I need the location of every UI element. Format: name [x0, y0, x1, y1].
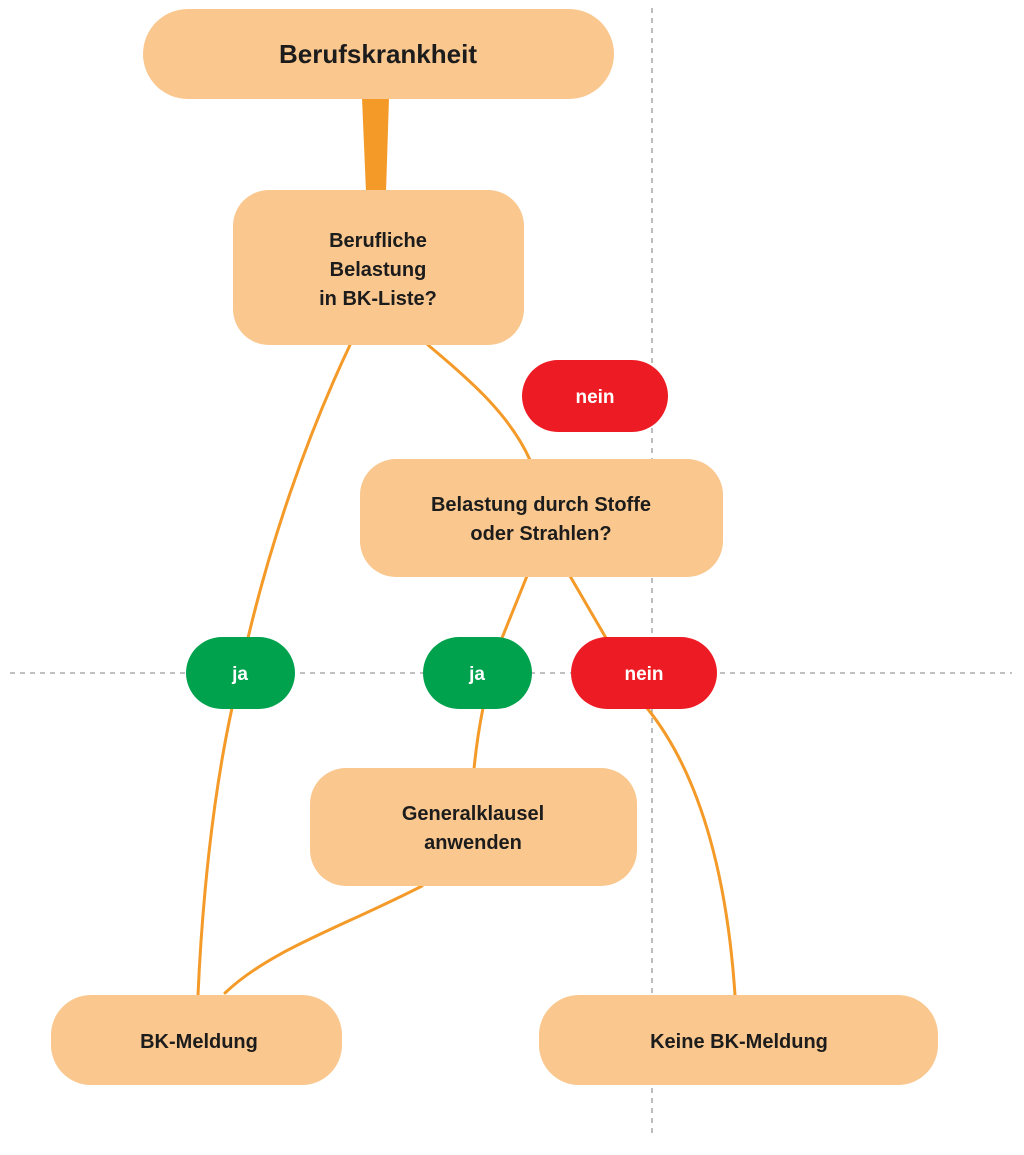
node-substances-radiation: Belastung durch Stoffe oder Strahlen?: [360, 459, 723, 577]
node-bk-report-label: BK-Meldung: [140, 1031, 258, 1053]
node-general-clause: Generalklausel anwenden: [310, 768, 637, 886]
badge-yes-left-label: ja: [231, 664, 248, 685]
node-substances-radiation-line-2: oder Strahlen?: [470, 523, 611, 545]
node-substances-radiation-line-1: Belastung durch Stoffe: [431, 494, 651, 516]
connector-title-to-exposure: [362, 98, 389, 192]
node-general-clause-line-2: anwenden: [424, 832, 522, 854]
connector-exposure-to-substances: [426, 343, 532, 462]
badge-yes-middle-label: ja: [468, 664, 485, 685]
node-no-bk-report-label: Keine BK-Meldung: [650, 1031, 828, 1053]
badge-no-upper-label: nein: [575, 387, 614, 408]
connector-substances-to-no-right: [568, 574, 608, 640]
connector-general-clause-to-bk-report: [223, 884, 424, 995]
connector-substances-to-yes-middle: [500, 574, 529, 640]
node-occupational-disease-label: Berufskrankheit: [279, 39, 477, 69]
node-occupational-disease: Berufskrankheit: [143, 9, 614, 99]
connector-exposure-to-yes-left: [246, 343, 352, 640]
node-general-clause-line-1: Generalklausel: [402, 803, 544, 825]
connector-yes-middle-to-general-clause: [472, 706, 485, 771]
badge-no-right-label: nein: [624, 664, 663, 685]
node-occupational-exposure-line-2: Belastung: [330, 259, 427, 281]
node-occupational-exposure-line-1: Berufliche: [329, 230, 427, 252]
badge-yes-middle: ja: [423, 637, 532, 709]
node-bk-report: BK-Meldung: [51, 995, 342, 1085]
badge-no-right: nein: [571, 637, 717, 709]
connector-no-right-to-no-bk-report: [645, 706, 737, 997]
badge-yes-left: ja: [186, 637, 295, 709]
connector-yes-left-to-bk-report: [196, 706, 234, 997]
node-occupational-exposure-line-3: in BK-Liste?: [319, 288, 437, 310]
node-no-bk-report: Keine BK-Meldung: [539, 995, 938, 1085]
node-occupational-exposure: Berufliche Belastung in BK-Liste?: [233, 190, 524, 345]
badge-no-upper: nein: [522, 360, 668, 432]
